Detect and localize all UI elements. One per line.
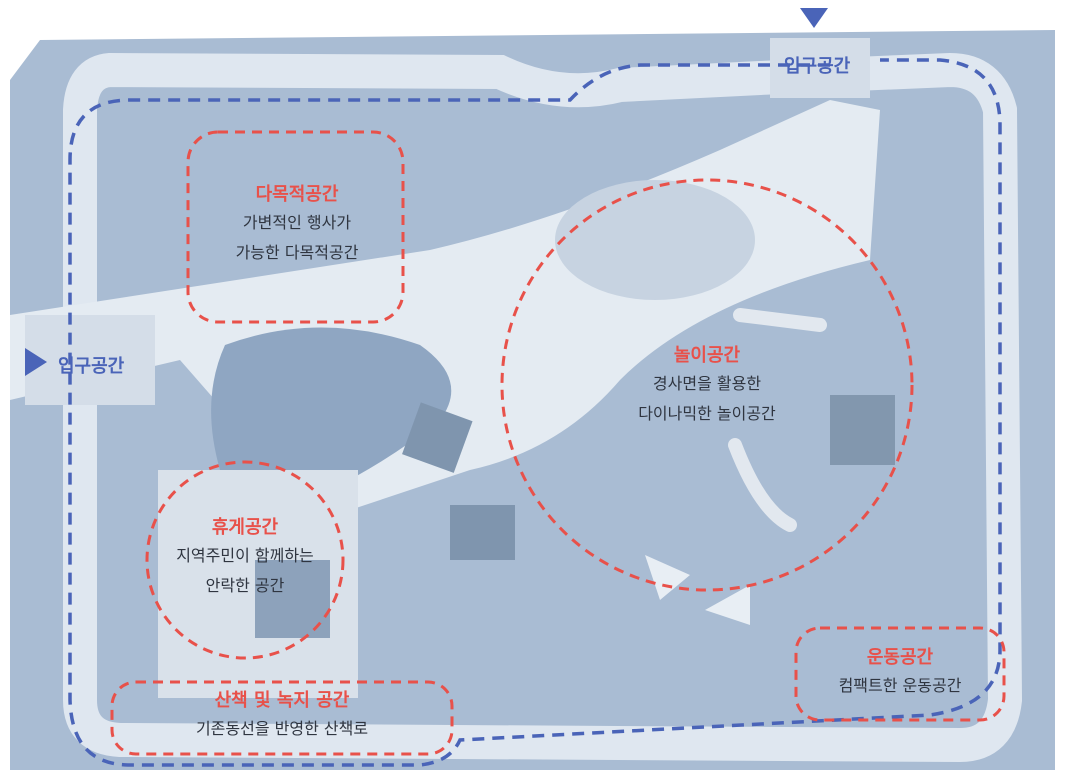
zone-label-rest: 휴게공간 지역주민이 함께하는 안락한 공간 — [176, 515, 314, 601]
play-lawn — [555, 180, 755, 300]
zone-label-walk: 산책 및 녹지 공간 기존동선을 반영한 산책로 — [196, 688, 368, 744]
zone-outline-play — [500, 178, 914, 592]
play-deck — [402, 402, 473, 473]
zone-description: 기존동선을 반영한 산책로 — [195, 719, 369, 738]
entrance-plaza-left — [25, 315, 155, 405]
zone-description: 다이나믹한 놀이공간 — [638, 404, 776, 423]
zone-outline-walk — [110, 680, 454, 756]
zone-label-multipurpose: 다목적공간 가변적인 행사가 가능한 다목적공간 — [236, 182, 359, 268]
slide-tube — [733, 308, 827, 332]
zone-outline-multipurpose — [186, 130, 405, 324]
pond — [211, 327, 452, 502]
zone-title: 다목적공간 — [255, 184, 339, 205]
play-deck — [450, 505, 515, 560]
zone-title: 산책 및 녹지 공간 — [214, 690, 350, 711]
slide-tube — [728, 438, 797, 532]
zone-description: 경사면을 활용한 — [652, 374, 762, 393]
zone-description: 가변적인 행사가 — [242, 213, 352, 232]
entrance-route-line — [68, 58, 1002, 767]
zone-title: 운동공간 — [866, 647, 934, 668]
zone-outline-exercise — [794, 626, 1006, 722]
zone-title: 휴게공간 — [211, 517, 279, 538]
zone-outline-rest — [145, 460, 345, 660]
zone-description: 컴팩트한 운동공간 — [838, 676, 962, 695]
shade-sail — [645, 555, 690, 600]
shade-sail — [705, 585, 750, 625]
zone-description: 안락한 공간 — [205, 576, 285, 595]
zone-description: 지역주민이 함께하는 — [176, 546, 314, 565]
play-net — [830, 395, 895, 465]
zone-description: 가능한 다목적공간 — [235, 243, 359, 262]
triangle-down-icon — [800, 8, 828, 28]
entrance-plaza-top — [770, 38, 870, 98]
zone-title: 놀이공간 — [673, 345, 741, 366]
entrance-label-top: 입구공간 — [784, 56, 851, 77]
zone-label-play: 놀이공간 경사면을 활용한 다이나믹한 놀이공간 — [638, 343, 776, 429]
zone-label-exercise: 운동공간 컴팩트한 운동공간 — [839, 645, 962, 701]
entrance-label-left: 입구공간 — [58, 356, 125, 377]
triangle-right-icon — [25, 348, 47, 376]
